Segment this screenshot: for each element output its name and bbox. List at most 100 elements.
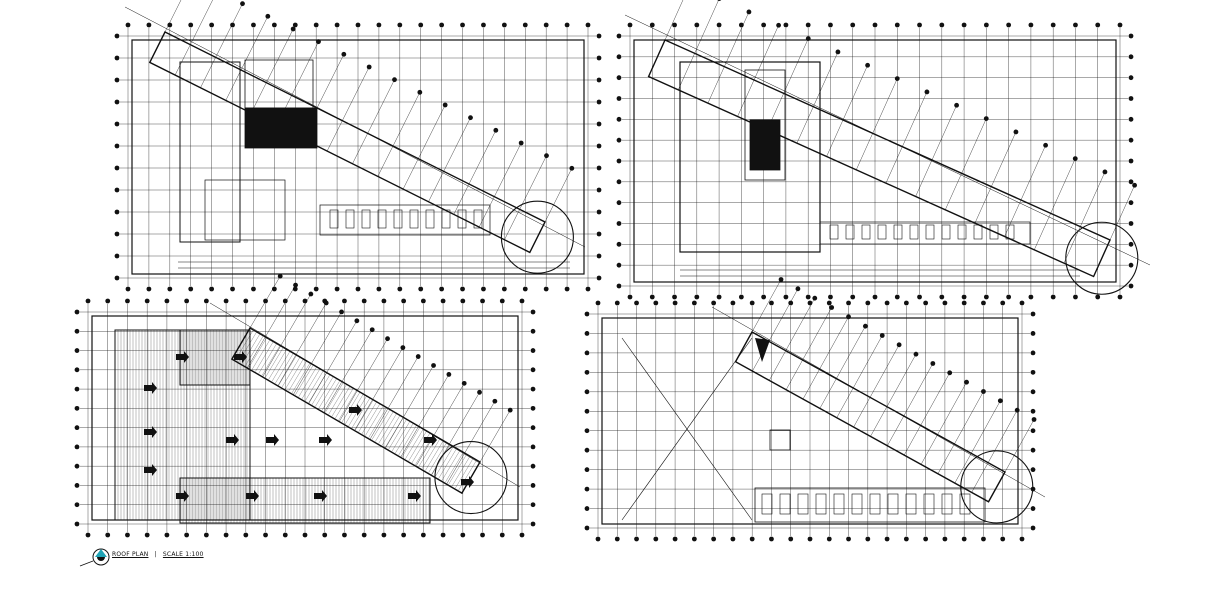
grid-bubble-icon bbox=[894, 76, 900, 82]
grid-bubble-icon bbox=[1000, 536, 1006, 542]
grid-bubble-icon bbox=[74, 521, 80, 527]
grid-bubble-icon bbox=[184, 298, 190, 304]
grid-bubble-icon bbox=[672, 536, 678, 542]
grid-bubble-icon bbox=[85, 532, 91, 538]
grid-bubble-icon bbox=[826, 536, 832, 542]
grid-bubble-icon bbox=[903, 536, 909, 542]
grid-bubble-icon bbox=[1030, 506, 1036, 511]
caption-scale: SCALE 1:100 bbox=[162, 551, 204, 558]
grid-bubble-icon bbox=[716, 294, 722, 300]
grid-bubble-icon bbox=[616, 33, 622, 39]
grid-bubble-icon bbox=[146, 286, 152, 292]
grid-bubble-icon bbox=[417, 89, 423, 95]
grid-bubble-icon bbox=[746, 9, 752, 15]
grid-bubble-icon bbox=[1128, 137, 1134, 143]
grid-bubble-icon bbox=[616, 75, 622, 81]
grid-bubble-icon bbox=[584, 525, 590, 531]
grid-bubble-icon bbox=[807, 300, 813, 306]
grid-bubble-icon bbox=[596, 99, 602, 105]
grid-bubble-icon bbox=[627, 294, 633, 300]
grid-bubble-icon bbox=[1030, 447, 1036, 453]
grid-bubble-icon bbox=[277, 273, 283, 279]
grid-bubble-icon bbox=[807, 536, 813, 542]
grid-bubble-icon bbox=[355, 286, 361, 292]
grid-bubble-icon bbox=[243, 532, 249, 538]
grid-bubble-icon bbox=[1030, 389, 1036, 395]
grid-bubble-icon bbox=[530, 328, 536, 334]
grid-bubble-icon bbox=[865, 300, 871, 306]
grid-bubble-icon bbox=[397, 22, 403, 28]
grid-bubble-icon bbox=[961, 294, 967, 300]
grid-bubble-icon bbox=[894, 22, 900, 28]
grid-bubble-icon bbox=[711, 536, 717, 542]
grid-bubble-icon bbox=[418, 22, 424, 28]
arrow-marker-icon bbox=[226, 434, 239, 446]
grid-bubble-icon bbox=[530, 348, 536, 353]
grid-bubble-icon bbox=[290, 26, 296, 32]
grid-bubble-icon bbox=[1128, 116, 1134, 122]
grid-bubble-icon bbox=[879, 333, 885, 338]
grid-bubble-icon bbox=[74, 483, 80, 488]
grid-bubble-icon bbox=[1128, 241, 1134, 247]
grid-bubble-icon bbox=[850, 22, 856, 28]
grid-bubble-icon bbox=[691, 300, 697, 306]
grid-bubble-icon bbox=[460, 286, 465, 292]
grid-bubble-icon bbox=[616, 96, 622, 101]
grid-bubble-icon bbox=[401, 532, 407, 538]
grid-bubble-icon bbox=[366, 64, 372, 70]
grid-bubble-icon bbox=[251, 22, 256, 28]
grid-bubble-icon bbox=[477, 389, 482, 395]
grid-bubble-icon bbox=[738, 294, 744, 300]
grid-bubble-icon bbox=[543, 22, 549, 28]
grid-bubble-icon bbox=[730, 536, 736, 542]
grid-bubble-icon bbox=[493, 127, 499, 133]
grid-bubble-icon bbox=[930, 361, 936, 366]
grid-bubble-icon bbox=[649, 294, 655, 300]
grid-bubble-icon bbox=[184, 532, 190, 538]
grid-bubble-icon bbox=[961, 22, 967, 28]
grid-bubble-icon bbox=[1128, 54, 1134, 60]
arrow-marker-icon bbox=[176, 351, 189, 363]
grid-bubble-icon bbox=[595, 300, 601, 306]
grid-bubble-icon bbox=[230, 286, 235, 292]
grid-bubble-icon bbox=[884, 536, 890, 542]
grid-bubble-icon bbox=[164, 298, 170, 304]
grid-bubble-icon bbox=[354, 318, 360, 324]
grid-bubble-icon bbox=[544, 153, 549, 159]
grid-bubble-icon bbox=[519, 298, 525, 304]
grid-bubble-icon bbox=[894, 294, 900, 300]
grid-bubble-icon bbox=[243, 298, 249, 304]
grid-bubble-icon bbox=[884, 300, 890, 306]
grid-bubble-icon bbox=[1073, 22, 1078, 28]
grid-bubble-icon bbox=[1102, 169, 1108, 175]
grid-bubble-icon bbox=[530, 386, 536, 392]
grid-bubble-icon bbox=[776, 22, 781, 28]
grid-bubble-icon bbox=[1128, 179, 1134, 185]
grid-bubble-icon bbox=[460, 22, 465, 28]
grid-bubble-icon bbox=[1128, 75, 1134, 81]
grid-bubble-icon bbox=[167, 22, 173, 28]
grid-bubble-icon bbox=[271, 22, 277, 28]
grid-bubble-icon bbox=[308, 291, 314, 297]
grid-bubble-icon bbox=[649, 22, 655, 28]
grid-bubble-icon bbox=[1128, 96, 1134, 101]
grid-bubble-icon bbox=[1006, 22, 1012, 28]
grid-bubble-icon bbox=[947, 370, 953, 376]
grid-bubble-icon bbox=[105, 532, 111, 538]
grid-bubble-icon bbox=[653, 300, 659, 306]
grid-bubble-icon bbox=[634, 536, 639, 542]
grid-bubble-icon bbox=[376, 22, 382, 28]
grid-bubble-icon bbox=[983, 116, 989, 122]
plan-bottom-right bbox=[584, 277, 1046, 542]
grid-bubble-icon bbox=[480, 532, 485, 538]
grid-bubble-icon bbox=[355, 22, 361, 28]
grid-bubble-icon bbox=[872, 294, 878, 300]
grid-bubble-icon bbox=[1030, 525, 1036, 531]
arrow-marker-icon bbox=[314, 490, 327, 502]
grid-bubble-icon bbox=[1019, 536, 1025, 542]
grid-bubble-icon bbox=[778, 277, 784, 282]
grid-bubble-icon bbox=[460, 532, 466, 538]
grid-bubble-icon bbox=[322, 532, 328, 538]
grid-bubble-icon bbox=[805, 294, 811, 300]
grid-bubble-icon bbox=[1050, 22, 1056, 28]
